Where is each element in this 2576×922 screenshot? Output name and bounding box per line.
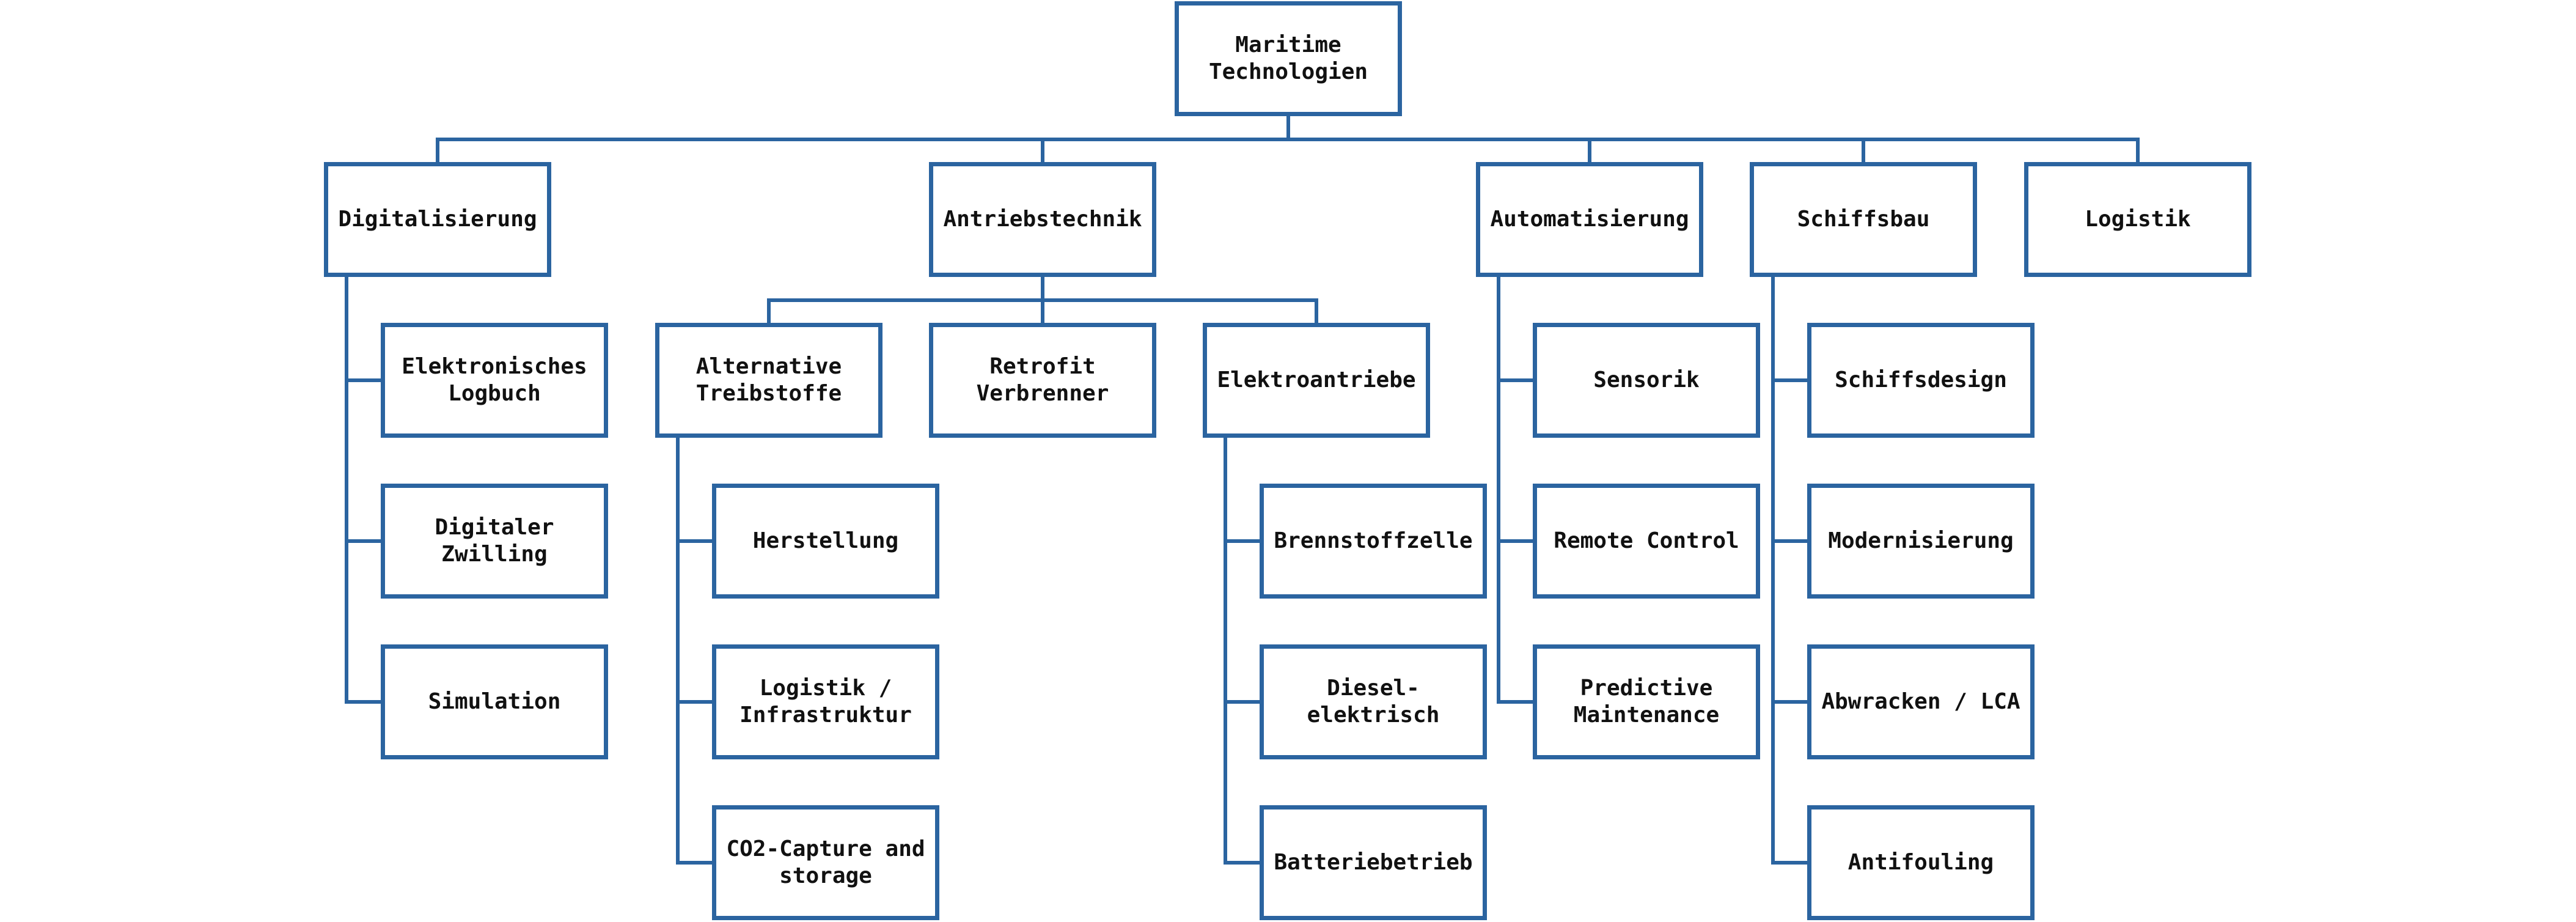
node-diesel-elektrisch-label: Diesel- elektrisch — [1307, 676, 1440, 728]
node-schiffsbau-label: Schiffsbau — [1797, 207, 1930, 232]
node-remote-control[interactable]: Remote Control — [1533, 484, 1760, 599]
node-modernisierung[interactable]: Modernisierung — [1807, 484, 2035, 599]
node-batteriebetrieb-label: Batteriebetrieb — [1274, 850, 1473, 875]
node-modernisierung-label: Modernisierung — [1828, 528, 2014, 553]
node-digitaler-zwilling-label: Digitaler Zwilling — [435, 515, 554, 567]
node-root[interactable]: Maritime Technologien — [1175, 1, 1402, 116]
node-antifouling[interactable]: Antifouling — [1807, 805, 2035, 920]
node-logistik-infrastruktur-label: Logistik / Infrastruktur — [739, 676, 912, 728]
node-brennstoffzelle[interactable]: Brennstoffzelle — [1260, 484, 1487, 599]
node-elektroantriebe[interactable]: Elektroantriebe — [1203, 323, 1430, 438]
node-abwracken-lca-label: Abwracken / LCA — [1821, 689, 2020, 714]
node-retrofit-verbrenner[interactable]: Retrofit Verbrenner — [929, 323, 1156, 438]
node-schiffsbau[interactable]: Schiffsbau — [1750, 162, 1977, 277]
node-alternative-treibstoffe-label: Alternative Treibstoffe — [695, 354, 842, 406]
node-sensorik[interactable]: Sensorik — [1533, 323, 1760, 438]
node-digitalisierung-label: Digitalisierung — [338, 207, 537, 232]
node-herstellung-label: Herstellung — [752, 528, 899, 553]
node-antifouling-label: Antifouling — [1848, 850, 1994, 875]
node-co2-capture[interactable]: CO2-Capture and storage — [712, 805, 939, 920]
node-logistik[interactable]: Logistik — [2024, 162, 2251, 277]
node-simulation-label: Simulation — [428, 689, 561, 714]
node-automatisierung[interactable]: Automatisierung — [1476, 162, 1703, 277]
node-diesel-elektrisch[interactable]: Diesel- elektrisch — [1260, 644, 1487, 759]
node-antriebstechnik[interactable]: Antriebstechnik — [929, 162, 1156, 277]
node-logistik-infrastruktur[interactable]: Logistik / Infrastruktur — [712, 644, 939, 759]
node-root-label: Maritime Technologien — [1208, 32, 1368, 84]
node-abwracken-lca[interactable]: Abwracken / LCA — [1807, 644, 2035, 759]
node-simulation[interactable]: Simulation — [381, 644, 608, 759]
node-retrofit-verbrenner-label: Retrofit Verbrenner — [976, 354, 1109, 406]
node-remote-control-label: Remote Control — [1554, 528, 1739, 553]
node-sensorik-label: Sensorik — [1593, 367, 1700, 393]
node-digitaler-zwilling[interactable]: Digitaler Zwilling — [381, 484, 608, 599]
node-alternative-treibstoffe[interactable]: Alternative Treibstoffe — [655, 323, 883, 438]
node-schiffsdesign[interactable]: Schiffsdesign — [1807, 323, 2035, 438]
node-elektroantriebe-label: Elektroantriebe — [1217, 367, 1416, 393]
node-predictive-maintenance-label: Predictive Maintenance — [1573, 676, 1720, 728]
node-digitalisierung[interactable]: Digitalisierung — [324, 162, 551, 277]
node-elektronisches-logbuch-label: Elektronisches Logbuch — [402, 354, 587, 406]
node-predictive-maintenance[interactable]: Predictive Maintenance — [1533, 644, 1760, 759]
node-logistik-label: Logistik — [2085, 207, 2191, 232]
node-automatisierung-label: Automatisierung — [1490, 207, 1689, 232]
node-elektronisches-logbuch[interactable]: Elektronisches Logbuch — [381, 323, 608, 438]
node-antriebstechnik-label: Antriebstechnik — [943, 207, 1142, 232]
node-batteriebetrieb[interactable]: Batteriebetrieb — [1260, 805, 1487, 920]
node-herstellung[interactable]: Herstellung — [712, 484, 939, 599]
node-co2-capture-label: CO2-Capture and storage — [726, 836, 925, 888]
node-schiffsdesign-label: Schiffsdesign — [1835, 367, 2007, 393]
node-brennstoffzelle-label: Brennstoffzelle — [1274, 528, 1473, 553]
